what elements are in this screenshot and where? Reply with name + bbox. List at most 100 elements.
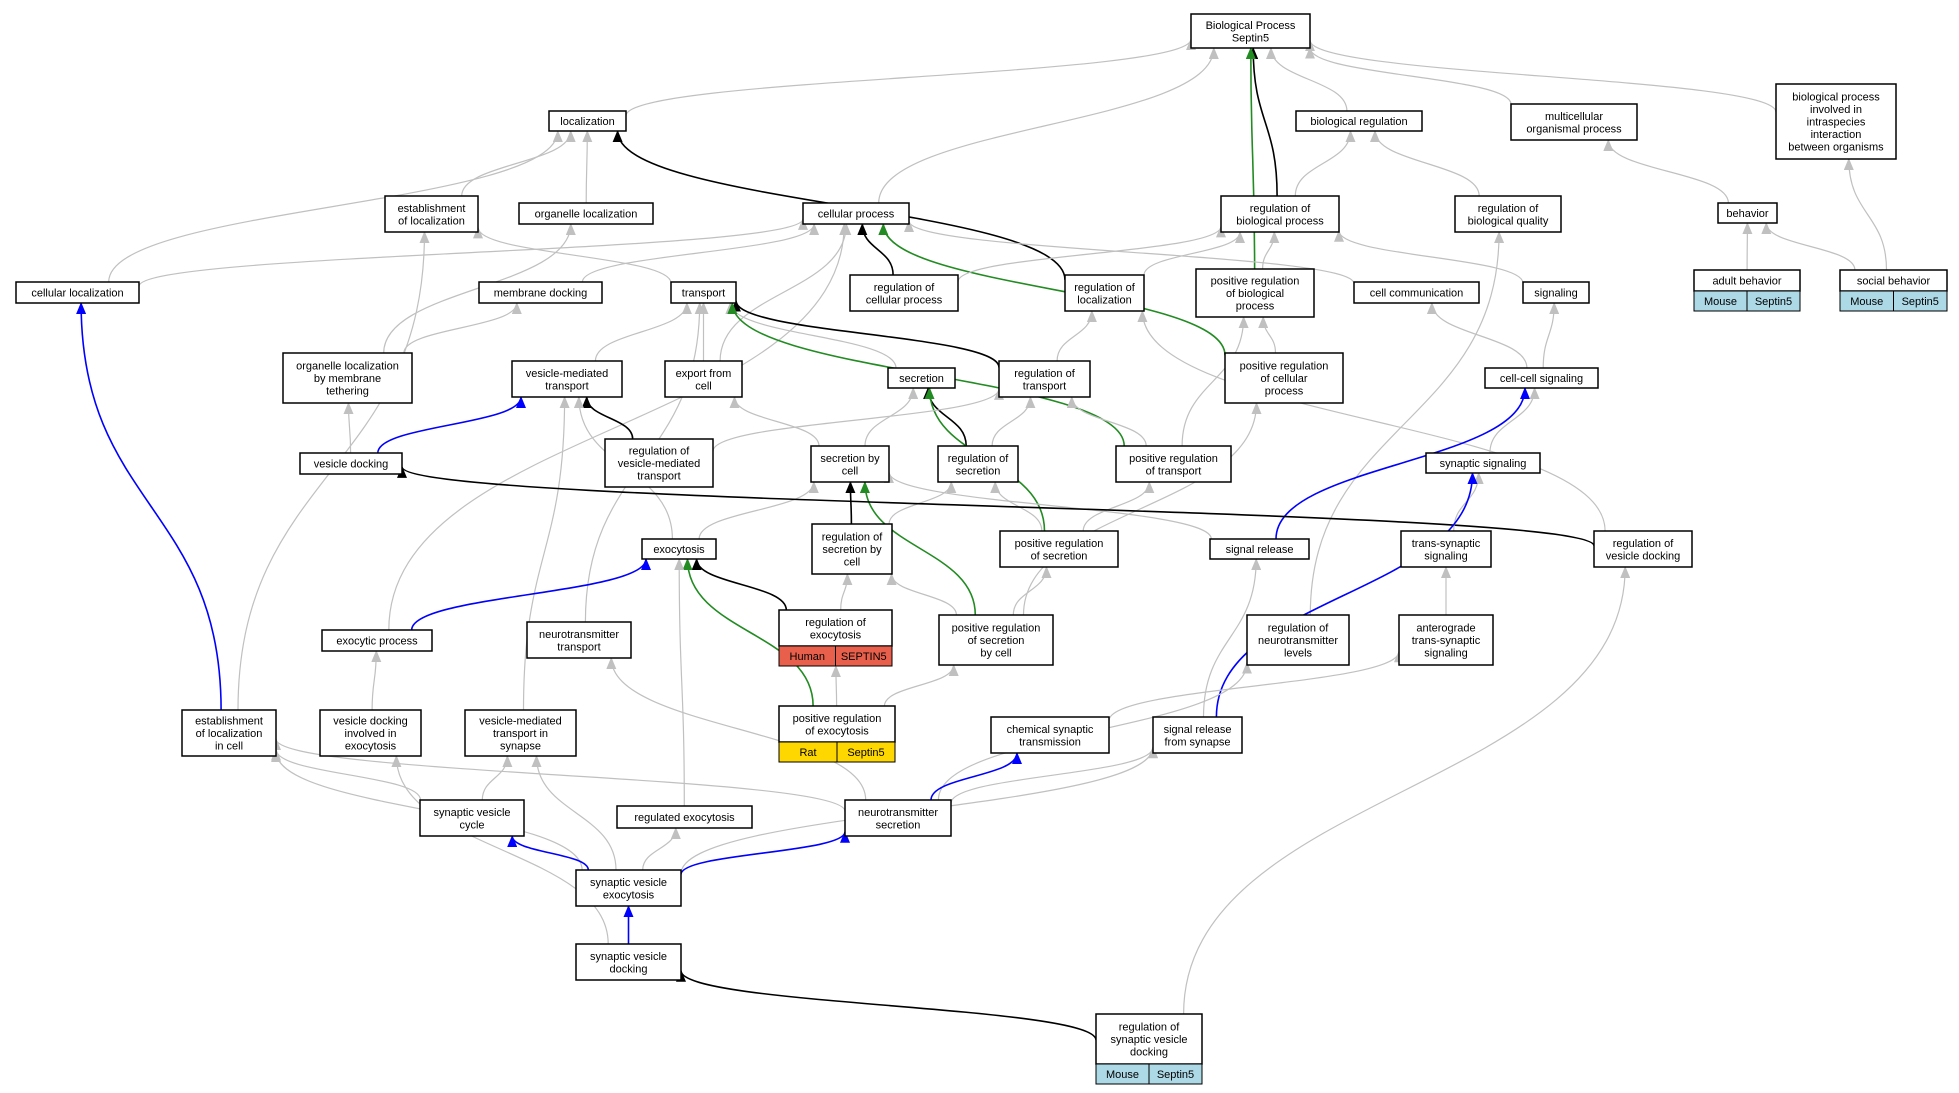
gene-tag: Septin5	[1157, 1069, 1194, 1081]
edge-exocytic-process-to-exocytosis	[410, 558, 651, 631]
node-membrane-docking[interactable]: membrane docking	[478, 281, 603, 304]
node-biological-regulation[interactable]: biological regulation	[1295, 110, 1423, 132]
node-behavior[interactable]: behavior	[1717, 202, 1778, 224]
node-label: vesicle docking	[1606, 550, 1681, 562]
node-label: signal release	[1164, 724, 1232, 736]
node-cell-cell-signaling[interactable]: cell-cell signaling	[1484, 367, 1599, 389]
node-localization[interactable]: localization	[548, 110, 627, 132]
node-label: cellular localization	[31, 288, 123, 300]
node-organelle-loc[interactable]: organelle localization	[518, 202, 654, 225]
node-box	[1353, 281, 1480, 304]
node-cellular-process[interactable]: cellular process	[802, 202, 910, 225]
node-signal-release[interactable]: signal release	[1209, 538, 1310, 560]
edge-reg-bio-process-to-biological-regulation	[1294, 130, 1356, 197]
node-label: exocytosis	[603, 889, 655, 901]
node-exocytic-process[interactable]: exocytic process	[321, 629, 433, 652]
edge-cellular-localization-to-localization	[108, 130, 563, 283]
node-vesicle-docking[interactable]: vesicle docking	[299, 452, 403, 475]
node-label: establishment	[398, 203, 466, 215]
node-secretion[interactable]: secretion	[887, 367, 956, 389]
node-cell-communication[interactable]: cell communication	[1353, 281, 1480, 304]
node-regulated-exocytosis[interactable]: regulated exocytosis	[616, 805, 753, 829]
edge-synaptic-vesicle-cycle-to-establishment-loc-cell	[271, 748, 422, 801]
edge-pos-reg-secretion-by-cell-to-pos-reg-secretion	[1012, 566, 1052, 616]
node-box	[419, 799, 525, 837]
node-label: vesicle-mediated	[618, 458, 701, 470]
node-label: signal release	[1226, 544, 1294, 556]
node-box	[548, 110, 627, 132]
node-label: neurotransmitter	[1258, 635, 1338, 647]
edge-organelle-loc-membrane-to-membrane-docking	[403, 302, 522, 354]
node-label: vesicle docking	[333, 716, 408, 728]
node-label: synaptic vesicle	[590, 877, 667, 889]
node-label: cell-cell signaling	[1500, 373, 1583, 385]
node-label: interaction	[1811, 129, 1862, 141]
node-box	[1115, 445, 1232, 483]
node-label: exocytosis	[810, 629, 862, 641]
edge-neurotransmitter-secretion-to-neurotransmitter-transport	[606, 657, 867, 801]
node-box	[1400, 530, 1492, 568]
node-label: regulation of	[1074, 282, 1135, 294]
node-label: establishment	[195, 716, 263, 728]
edge-reg-bio-quality-to-biological-regulation	[1370, 130, 1480, 197]
node-signaling[interactable]: signaling	[1522, 281, 1590, 304]
edge-cell-cell-signaling-to-cell-communication	[1426, 302, 1528, 369]
node-label: cell	[842, 465, 859, 477]
node-synaptic-signaling[interactable]: synaptic signaling	[1425, 452, 1541, 474]
node-label: regulated exocytosis	[634, 812, 735, 824]
node-box	[1224, 352, 1344, 404]
node-cellular-localization[interactable]: cellular localization	[15, 281, 140, 304]
edge-pos-reg-exocytosis-to-exocytosis	[682, 558, 814, 707]
edge-reg-transport-to-transport	[731, 299, 1000, 368]
edge-organelle-loc-to-localization	[582, 130, 593, 204]
node-exocytosis[interactable]: exocytosis	[641, 538, 717, 560]
node-label: biological process	[1236, 215, 1324, 227]
node-transport[interactable]: transport	[670, 281, 737, 304]
edge-reg-exocytosis-to-exocytosis	[691, 558, 788, 611]
edge-neurotransmitter-secretion-to-signal-release-synapse	[950, 746, 1158, 804]
node-label: secretion	[956, 465, 1001, 477]
node-box	[810, 445, 890, 483]
node-label: regulation of	[629, 446, 690, 458]
